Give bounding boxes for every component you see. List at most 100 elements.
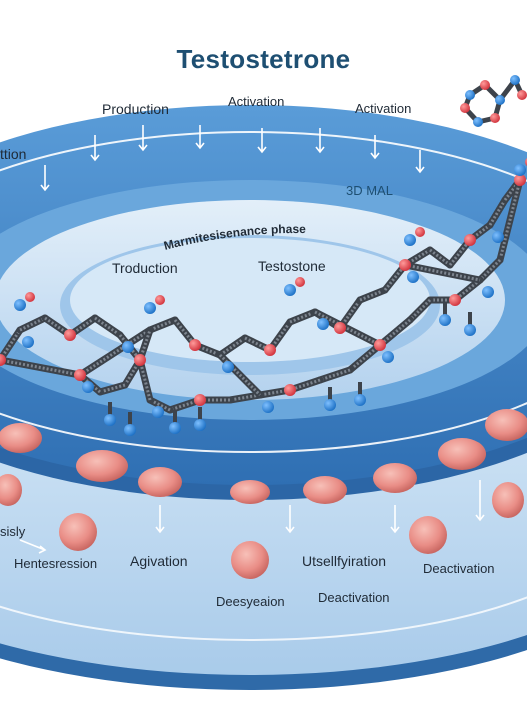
hydrogen-atom xyxy=(14,299,26,311)
bond-highlight xyxy=(448,239,472,266)
hydrogen-atom xyxy=(104,414,116,426)
cell xyxy=(76,450,128,482)
hydrogen-atom xyxy=(407,271,419,283)
hydrogen-atom xyxy=(152,406,164,418)
hydrogen-atom xyxy=(514,164,526,176)
bond-highlight xyxy=(359,288,386,302)
bond-highlight xyxy=(383,264,407,291)
bond xyxy=(146,396,174,414)
bond-highlight xyxy=(244,336,271,352)
bottom-arrows xyxy=(19,480,485,554)
hydrogen-atom xyxy=(317,318,329,330)
label-activation-1: Activation xyxy=(228,94,285,109)
hydrogen-atom xyxy=(382,351,394,363)
hydrogen-atom xyxy=(492,231,504,243)
hydrogen-atom xyxy=(482,286,494,298)
center-title: Testostone xyxy=(258,258,326,274)
label-agivation: Agivation xyxy=(130,553,188,569)
oxygen-atom xyxy=(334,322,346,334)
hydrogen-atom xyxy=(124,424,136,436)
bond-highlight xyxy=(498,179,522,261)
cell xyxy=(138,467,182,497)
inner-left-label: Troduction xyxy=(112,260,178,276)
bond-highlight xyxy=(79,328,151,377)
oxygen-atom xyxy=(480,80,490,90)
oxygen-atom xyxy=(415,227,425,237)
hydrogen-atom xyxy=(262,401,274,413)
label-utsellfyiration: Utsellfyiration xyxy=(302,553,387,569)
hydrogen-atom xyxy=(404,234,416,246)
hydrogen-atom xyxy=(222,361,234,373)
label-sisly: sisly xyxy=(0,524,26,539)
oxygen-atom xyxy=(74,369,86,381)
label-deesyeaion: Deesyeaion xyxy=(216,594,285,609)
bond-highlight xyxy=(99,383,126,394)
oxygen-atom xyxy=(517,90,527,100)
oxygen-atom xyxy=(514,174,526,186)
oxygen-atom xyxy=(0,354,6,366)
oxygen-atom xyxy=(264,344,276,356)
oxygen-atom xyxy=(155,295,165,305)
oxygen-atom xyxy=(284,384,296,396)
bond-highlight xyxy=(319,368,351,382)
hydrogen-atom xyxy=(465,90,475,100)
oxygen-atom xyxy=(490,113,500,123)
bond-highlight xyxy=(429,248,451,267)
bond-highlight xyxy=(94,316,121,337)
bond-highlight xyxy=(289,310,316,324)
hydrogen-atom xyxy=(473,117,483,127)
hydrogen-atom xyxy=(144,302,156,314)
bond-highlight xyxy=(19,316,46,332)
cell xyxy=(492,482,524,518)
label-deactivation-1: Deactivation xyxy=(423,561,495,576)
cell xyxy=(231,541,269,579)
bond-highlight xyxy=(138,359,152,401)
label-activation-2: Activation xyxy=(355,101,412,116)
oxygen-atom xyxy=(464,234,476,246)
cell xyxy=(373,463,417,493)
hydrogen-atom xyxy=(284,284,296,296)
bond-highlight xyxy=(173,319,197,346)
testosterone-molecule xyxy=(0,158,527,436)
label-hentesression: Hentesression xyxy=(14,556,98,571)
cell xyxy=(0,423,42,453)
oxygen-atom xyxy=(460,103,470,113)
cell xyxy=(303,476,347,504)
bond-highlight xyxy=(289,378,321,392)
bond-highlight xyxy=(478,258,502,282)
bond-highlight xyxy=(219,336,246,357)
oxygen-atom xyxy=(295,277,305,287)
oxygen-atom xyxy=(134,354,146,366)
small-molecule xyxy=(460,75,527,127)
label-deactivation-2: Deactivation xyxy=(318,590,390,605)
diagram-title: Testostetrone xyxy=(176,44,351,74)
oxygen-atom xyxy=(25,292,35,302)
bond-highlight xyxy=(229,393,261,402)
cells xyxy=(0,409,527,579)
hydrogen-atom xyxy=(122,341,134,353)
cell xyxy=(485,409,527,441)
bond-highlight xyxy=(314,310,381,347)
bond-highlight xyxy=(0,358,81,377)
oxygen-atom xyxy=(399,259,411,271)
cell xyxy=(0,474,22,506)
hydrogen-atom xyxy=(354,394,366,406)
bond-highlight xyxy=(408,298,432,322)
hydrogen-atom xyxy=(82,381,94,393)
hydrogen-atom xyxy=(439,314,451,326)
bond-highlight xyxy=(404,263,481,282)
cell xyxy=(438,438,486,470)
label-production: Production xyxy=(102,101,169,117)
hydrogen-atom xyxy=(464,324,476,336)
bond-highlight xyxy=(149,318,176,332)
oxygen-atom xyxy=(194,394,206,406)
hydrogen-atom xyxy=(22,336,34,348)
bond-highlight xyxy=(454,278,481,302)
ring-tag: 3D MAL xyxy=(346,183,393,198)
hydrogen-atom xyxy=(495,95,505,105)
bond-highlight xyxy=(349,343,381,372)
hydrogen-atom xyxy=(169,422,181,434)
hydrogen-atom xyxy=(194,419,206,431)
oxygen-atom xyxy=(374,339,386,351)
